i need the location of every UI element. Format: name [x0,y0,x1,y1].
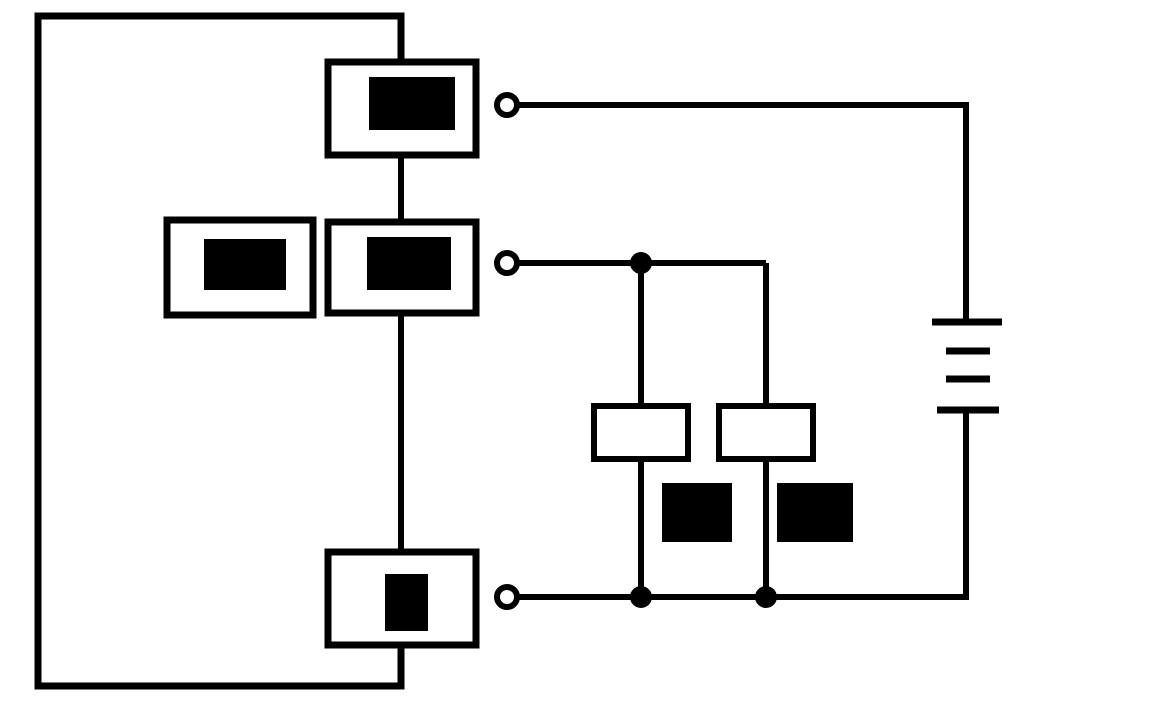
redacted-label-left [662,483,732,542]
wire-terminal-bottom-to-battery [516,410,969,600]
junction-bottom-left [630,586,652,608]
middle-component-redacted-label [367,237,451,290]
terminal-bottom [494,584,520,610]
parallel-box-left [591,403,691,462]
battery-symbol [932,318,1002,414]
wire-terminal-top-to-battery [516,102,969,322]
terminal-middle [494,250,520,276]
parallel-box-right [716,403,816,462]
outer-loop-wire [34,12,405,690]
left-component-redacted-label [204,239,286,290]
junction-bottom-right [755,586,777,608]
bottom-component-redacted-label [385,574,428,631]
redacted-label-right [777,483,853,542]
top-component-redacted-label [369,77,455,130]
terminal-top [494,92,520,118]
junction-middle [630,252,652,274]
